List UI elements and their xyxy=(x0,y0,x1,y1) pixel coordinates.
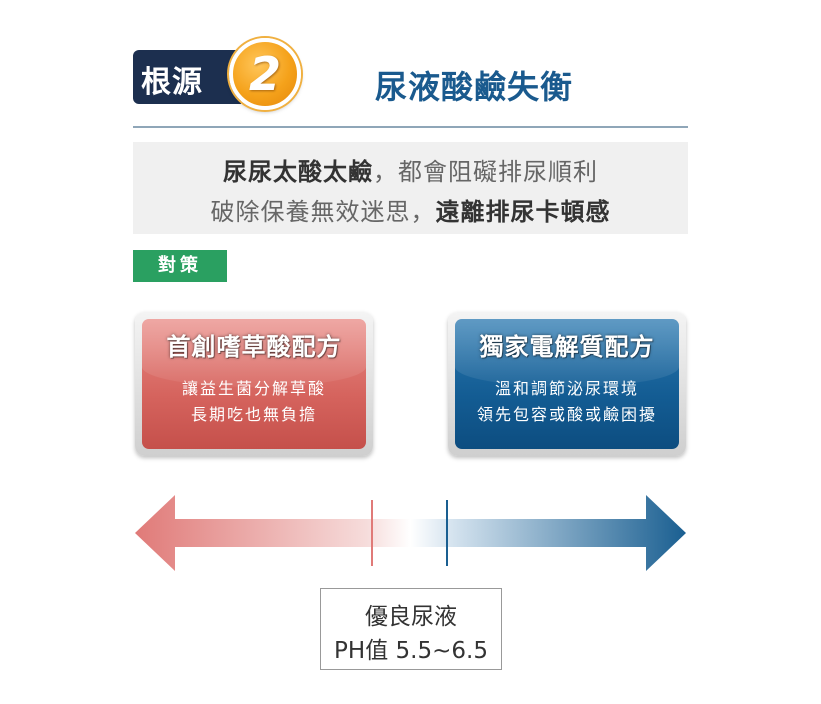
card-gloss xyxy=(455,319,679,387)
card-title: 獨家電解質配方 xyxy=(479,333,655,361)
intro-line-2-rest: 破除保養無效迷思， xyxy=(210,198,436,226)
strategy-tag: 對策 xyxy=(133,250,227,282)
intro-line-2: 破除保養無效迷思，遠離排尿卡頓感 xyxy=(133,192,688,227)
card-electrolyte-formula: 獨家電解質配方 溫和調節泌尿環境 領先包容或酸或鹼困擾 xyxy=(448,312,686,456)
card-gloss xyxy=(142,319,366,387)
optimal-ph-label: 優良尿液 xyxy=(365,604,457,630)
card-line: 讓益生菌分解草酸 xyxy=(181,379,326,398)
badge-text: 根源 xyxy=(141,65,203,100)
optimal-ph-box: 優良尿液 PH值 5.5~6.5 xyxy=(320,588,502,670)
card-title: 首創嗜草酸配方 xyxy=(166,333,342,361)
card-inner: 獨家電解質配方 溫和調節泌尿環境 領先包容或酸或鹼困擾 xyxy=(455,319,679,449)
title-divider xyxy=(133,126,688,128)
intro-line-1: 尿尿太酸太鹼，都會阻礙排尿順利 xyxy=(133,152,688,187)
card-line: 溫和調節泌尿環境 xyxy=(494,379,639,398)
badge: 根源 xyxy=(133,50,241,104)
number-circle: 2 xyxy=(229,38,301,110)
ph-scale-arrow xyxy=(135,495,686,571)
card-line: 長期吃也無負擔 xyxy=(190,405,317,424)
intro-line-2-bold: 遠離排尿卡頓感 xyxy=(435,198,611,226)
intro-line-1-bold: 尿尿太酸太鹼 xyxy=(223,158,373,186)
card-line: 領先包容或酸或鹼困擾 xyxy=(476,405,657,424)
optimal-ph-range: PH值 5.5~6.5 xyxy=(334,638,488,664)
intro-line-1-rest: ，都會阻礙排尿順利 xyxy=(373,158,598,186)
double-arrow xyxy=(135,495,686,571)
intro-box: 尿尿太酸太鹼，都會阻礙排尿順利 破除保養無效迷思，遠離排尿卡頓感 xyxy=(133,142,688,234)
card-oxalate-formula: 首創嗜草酸配方 讓益生菌分解草酸 長期吃也無負擔 xyxy=(135,312,373,456)
number-text: 2 xyxy=(248,47,281,101)
page-title: 尿液酸鹼失衡 xyxy=(375,68,574,106)
card-inner: 首創嗜草酸配方 讓益生菌分解草酸 長期吃也無負擔 xyxy=(142,319,366,449)
